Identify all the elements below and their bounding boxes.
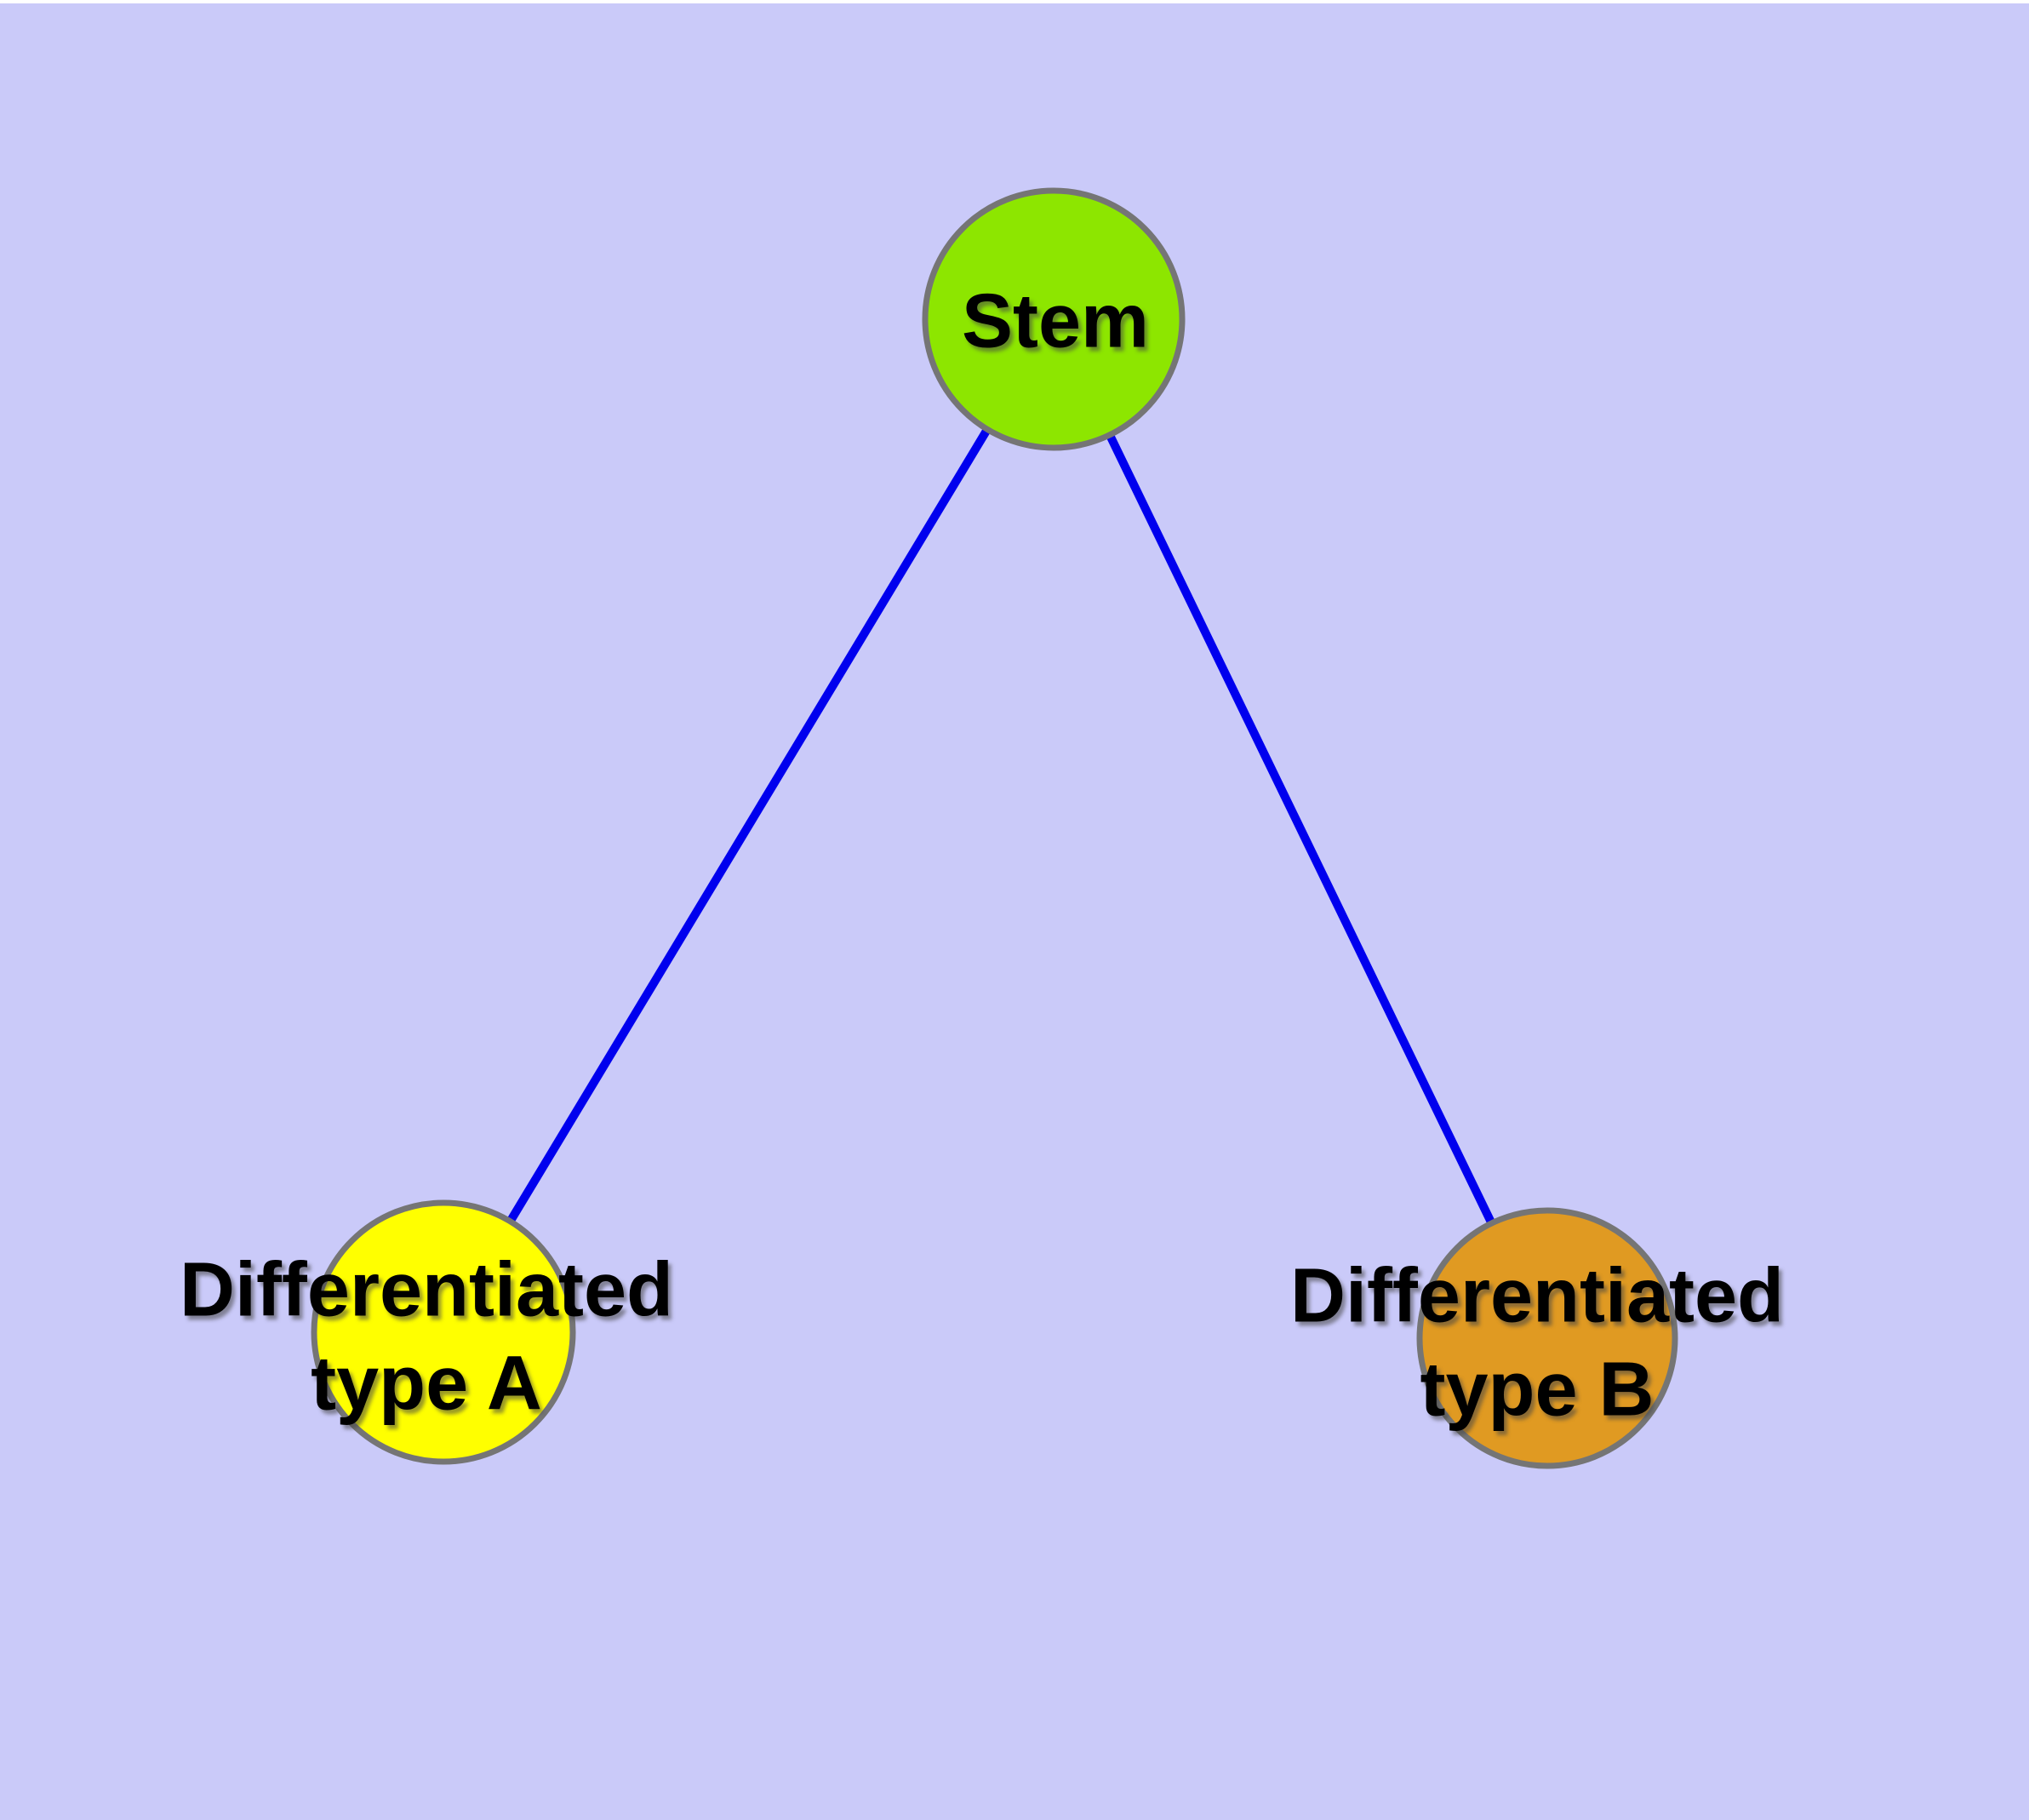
- edge-group: [439, 317, 1552, 1341]
- node-stem: [922, 187, 1186, 451]
- node-differentiated-type-b: [1416, 1207, 1678, 1469]
- node-group: [311, 187, 1678, 1469]
- node-differentiated-type-a: [311, 1199, 576, 1465]
- label-group: Stem Differentiated type A Differentiated…: [180, 278, 1784, 1432]
- label-line: type A: [311, 1342, 542, 1427]
- node-differentiated-type-a-label: Differentiated type A: [180, 1248, 673, 1427]
- node-stem-label: Stem: [962, 278, 1149, 363]
- label-line: Differentiated: [1290, 1254, 1784, 1339]
- edge-stem-to-type-b: [1049, 317, 1552, 1341]
- label-line: type B: [1420, 1348, 1654, 1433]
- label-line: Stem: [962, 278, 1149, 363]
- node-differentiated-type-b-label: Differentiated type B: [1290, 1254, 1784, 1433]
- edge-stem-to-type-a: [439, 317, 1058, 1335]
- label-line: Differentiated: [180, 1248, 673, 1333]
